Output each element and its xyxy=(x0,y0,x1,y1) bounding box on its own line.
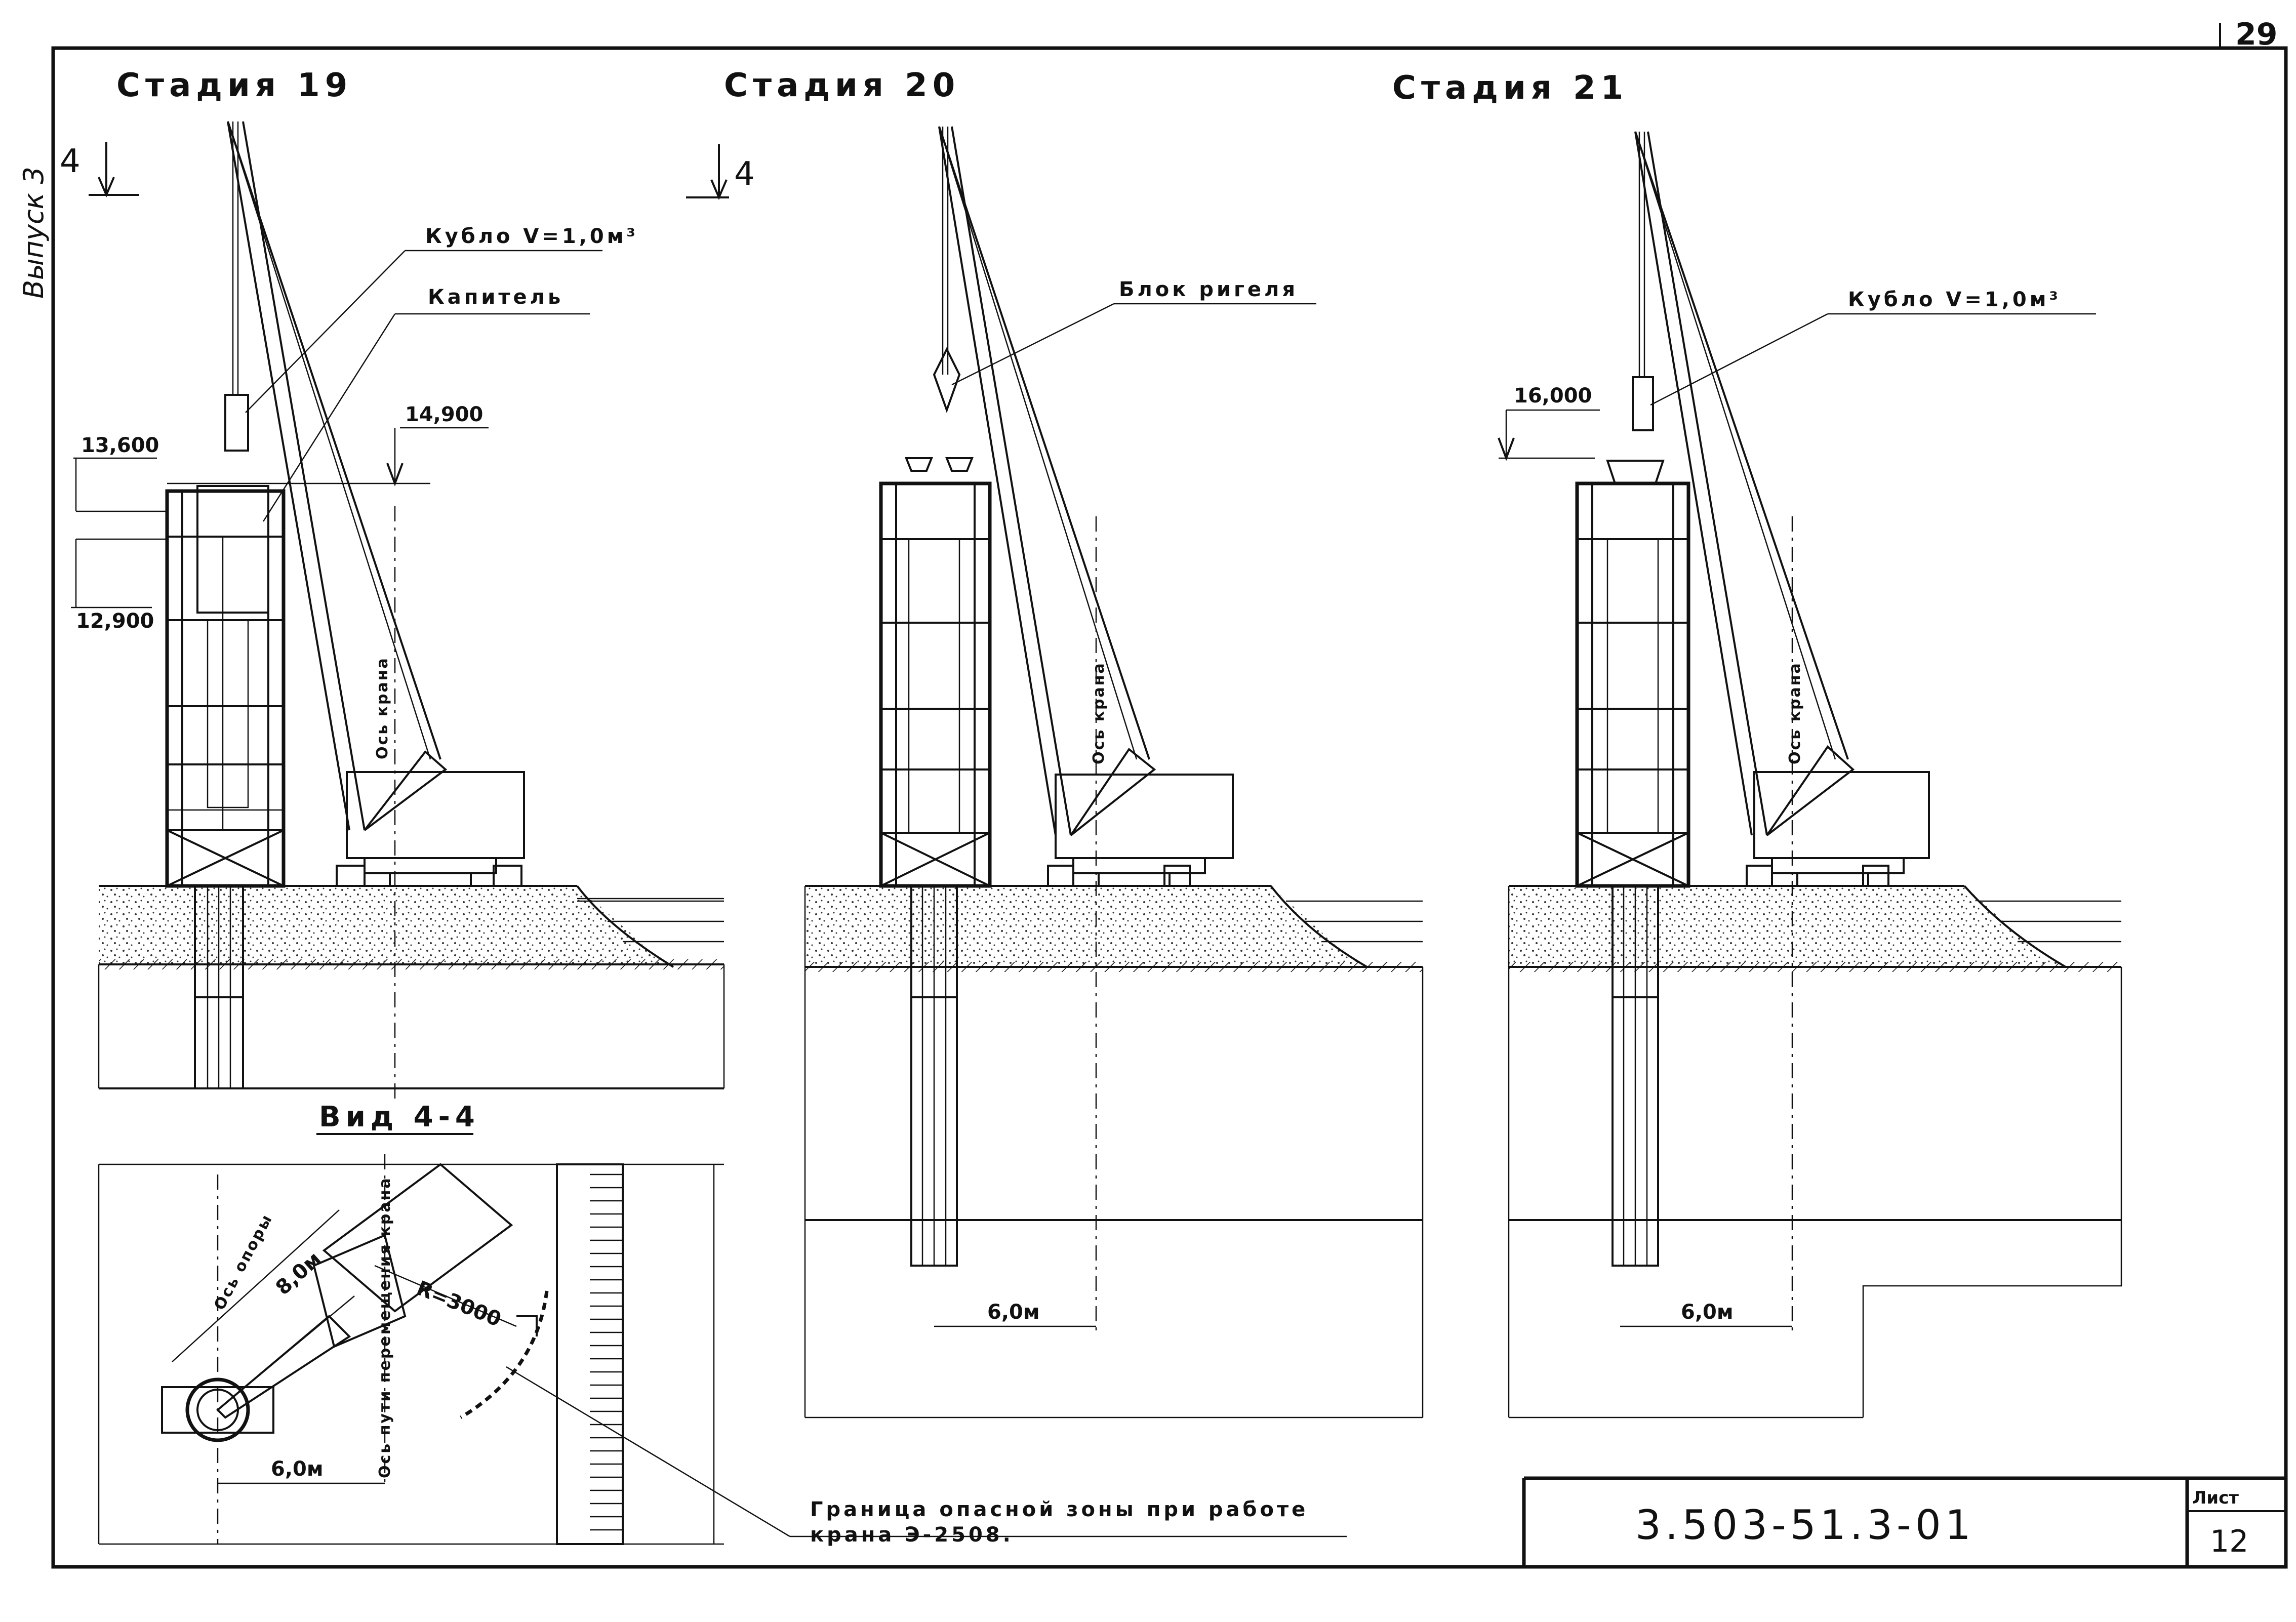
section-mark-label: 4 xyxy=(734,155,755,193)
view-4-4: Вид 4-4 Ось опоры 8,0м R=3000 Ось xyxy=(98,1101,1347,1547)
crane-axis-label: Ось крана xyxy=(374,657,391,759)
edition-label: Выпуск 3 xyxy=(18,167,50,299)
stage-19-elevation: Ось крана Кубло V=1,0м³ Капитель 14,900 … xyxy=(71,121,725,1099)
stage-21-elevation: Ось крана 6,0м Кубло V=1,0м³ 16,000 xyxy=(1498,131,2122,1418)
corner-number: 29 xyxy=(2235,17,2278,52)
stage-20-title: Стадия 20 xyxy=(724,67,960,104)
title-block xyxy=(1522,1476,2286,1567)
stage-20-distance-label: 6,0м xyxy=(987,1301,1040,1324)
stage-21-distance-label: 6,0м xyxy=(1681,1301,1734,1324)
crane-axis-label: Ось крана xyxy=(1090,662,1108,764)
view-distance-label: 6,0м xyxy=(271,1457,324,1481)
stage-21-title: Стадия 21 xyxy=(1392,69,1628,107)
block-label: Блок ригеля xyxy=(1119,278,1298,301)
sheet-frame xyxy=(51,23,2288,1569)
sheet-label: Лист xyxy=(2192,1488,2239,1508)
bucket-label: Кубло V=1,0м³ xyxy=(425,225,638,248)
sheet-number: 12 xyxy=(2210,1524,2248,1559)
radius-length-label: 8,0м xyxy=(271,1247,326,1300)
stage-19-title: Стадия 19 xyxy=(116,67,352,104)
crane-axis-label: Ось крана xyxy=(1786,662,1804,764)
track-strip-ticks xyxy=(590,1173,623,1531)
elevation-label: 16,000 xyxy=(1514,384,1592,408)
radius-label: R=3000 xyxy=(413,1277,504,1331)
view-title: Вид 4-4 xyxy=(319,1101,480,1133)
document-code: 3.503-51.3-01 xyxy=(1635,1502,1975,1549)
danger-note-line1: Граница опасной зоны при работе xyxy=(810,1498,1308,1521)
section-mark-right: 4 xyxy=(686,144,755,200)
section-mark-left: 4 xyxy=(60,142,139,198)
bucket-label: Кубло V=1,0м³ xyxy=(1848,288,2061,311)
capital-label: Капитель xyxy=(428,286,563,309)
section-mark-label: 4 xyxy=(60,143,80,180)
stage-20-elevation: Ось крана 6,0м Блок ригеля xyxy=(804,126,1424,1418)
elevation-top: 14,900 xyxy=(405,403,483,426)
danger-note-line2: крана Э-2508. xyxy=(810,1523,1014,1547)
track-axis-label: Ось пути перемещения крана xyxy=(376,1177,394,1478)
elevation-low: 12,900 xyxy=(76,610,154,633)
elevation-mid: 13,600 xyxy=(81,434,159,457)
